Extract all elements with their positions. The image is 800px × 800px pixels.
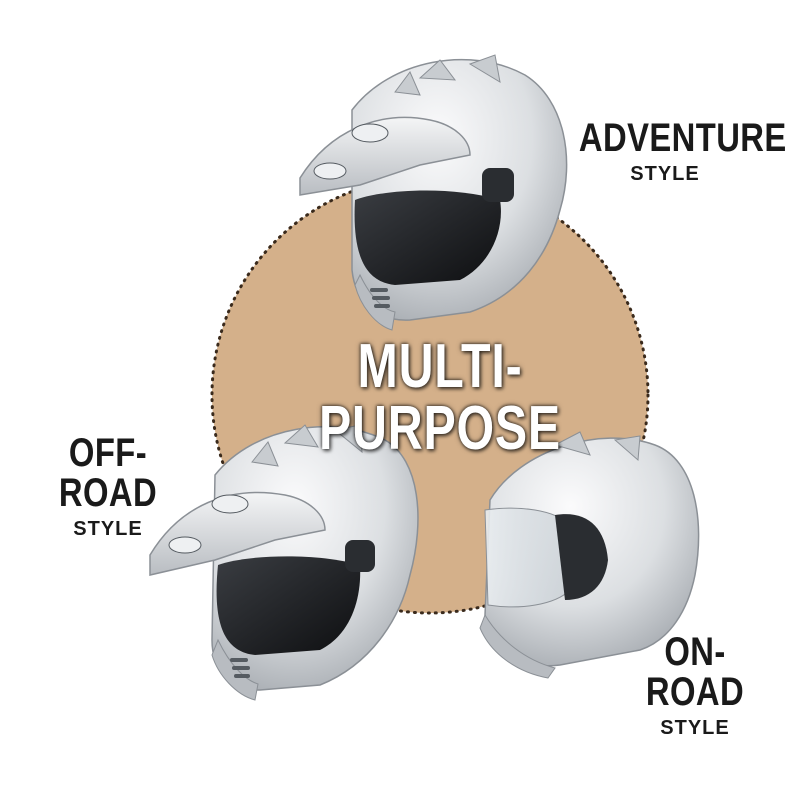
onroad-style-label: ON-ROAD STYLE bbox=[600, 632, 790, 738]
adventure-helmet-image bbox=[299, 54, 568, 331]
onroad-helmet-image bbox=[479, 431, 700, 679]
adventure-label-sub: STYLE bbox=[630, 163, 700, 185]
onroad-label-sub: STYLE bbox=[660, 717, 730, 739]
center-title: MULTI-PURPOSE bbox=[319, 332, 561, 463]
offroad-label-sub: STYLE bbox=[73, 518, 143, 540]
adventure-label-main: ADVENTURE bbox=[578, 116, 787, 160]
adventure-style-label: ADVENTURE STYLE bbox=[560, 116, 787, 185]
offroad-helmet-image bbox=[149, 424, 419, 701]
offroad-label-main: OFF-ROAD bbox=[58, 431, 158, 515]
offroad-style-label: OFF-ROAD STYLE bbox=[18, 433, 198, 539]
onroad-label-main: ON-ROAD bbox=[645, 630, 745, 714]
